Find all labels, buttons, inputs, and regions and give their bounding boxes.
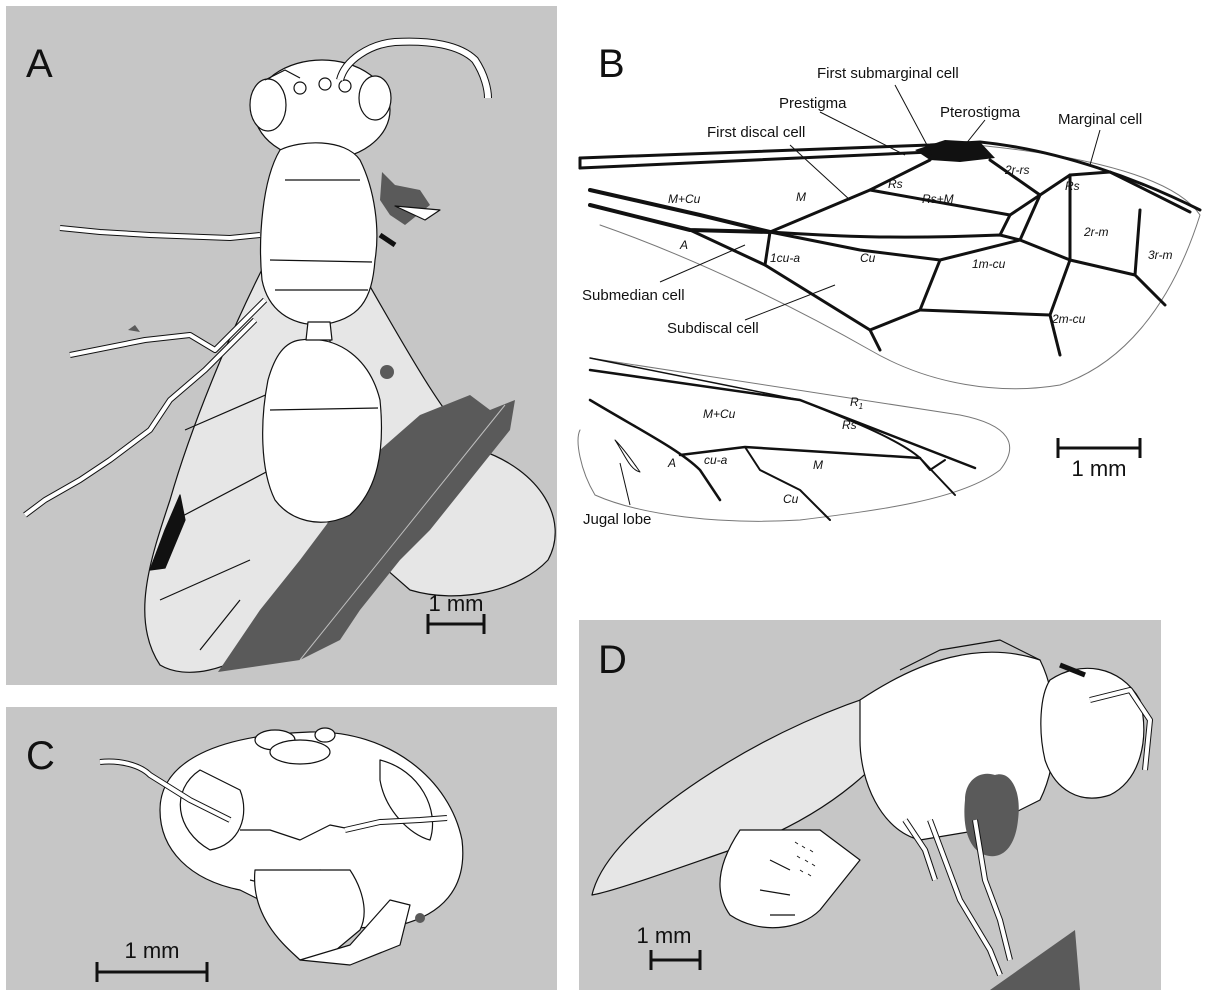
d-thorax	[860, 652, 1055, 840]
d-matrix-blob	[964, 774, 1018, 857]
d-scale-bar	[651, 950, 700, 970]
d-abdomen	[720, 830, 860, 928]
d-scale-label: 1 mm	[637, 923, 692, 948]
